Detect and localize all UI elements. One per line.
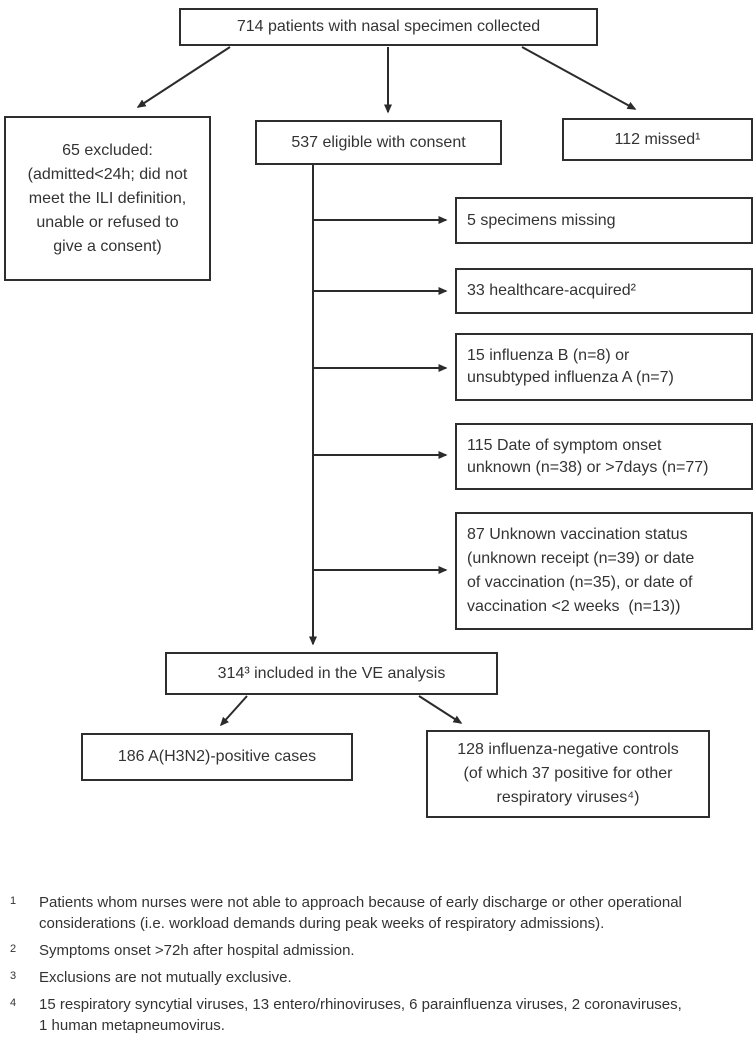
node-ve-analysis: 314³ included in the VE analysis [165,652,498,695]
node-line: 65 excluded: [62,141,153,159]
node-line: 115 Date of symptom onset [467,436,662,454]
node-label: 112 missed¹ [614,130,701,148]
node-label: 33 healthcare-acquired² [467,282,636,299]
node-line: meet the ILI definition, [28,189,187,207]
footnotes: 1 Patients whom nurses were not able to … [8,892,752,1042]
footnote-text: Symptoms onset >72h after hospital admis… [39,940,355,961]
footnote-4: 4 15 respiratory syncytial viruses, 13 e… [8,994,752,1036]
node-patients-collected: 714 patients with nasal specimen collect… [179,8,598,46]
flow-arrows [136,46,637,727]
node-symptom-onset: 115 Date of symptom onset unknown (n=38)… [455,423,753,490]
node-label: 5 specimens missing [467,211,616,229]
footnote-marker: 2 [10,943,17,955]
footnote-line: Symptoms onset >72h after hospital admis… [39,942,355,959]
footnote-line: Patients whom nurses were not able to ap… [39,894,682,911]
footnote-1: 1 Patients whom nurses were not able to … [8,892,752,934]
node-specimens-missing: 5 specimens missing [455,197,753,244]
footnote-marker: 3 [10,970,17,982]
node-excluded: 65 excluded: (admitted<24h; did not meet… [4,116,211,281]
node-line: of vaccination (n=35), or date of [467,574,693,591]
node-line: (unknown receipt (n=39) or date [467,550,695,567]
node-eligible-consent: 537 eligible with consent [255,120,502,165]
node-label: 537 eligible with consent [291,133,466,151]
footnote-line: Exclusions are not mutually exclusive. [39,969,292,986]
arrow-ve-to-controls [418,695,463,724]
footnote-marker: 1 [10,895,17,907]
node-missed: 112 missed¹ [562,118,753,161]
node-line: (admitted<24h; did not [27,165,188,183]
footnote-2: 2 Symptoms onset >72h after hospital adm… [8,940,752,961]
node-line: vaccination <2 weeks (n=13)) [467,598,681,615]
node-line: unable or refused to [36,213,179,231]
node-line: unsubtyped influenza A (n=7) [467,369,674,386]
arrow-ve-to-cases [219,695,248,727]
node-positive-cases: 186 A(H3N2)-positive cases [81,733,353,781]
footnote-line: considerations (i.e. workload demands du… [39,915,605,932]
node-line: respiratory viruses⁴) [496,789,640,806]
node-label: 714 patients with nasal specimen collect… [236,18,541,35]
footnote-line: 1 human metapneumovirus. [39,1017,225,1034]
node-label: 314³ included in the VE analysis [217,664,446,682]
arrow-collected-to-excluded [136,46,231,108]
node-line: 128 influenza-negative controls [457,741,679,758]
node-line: 15 influenza B (n=8) or [467,347,630,364]
arrow-collected-to-missed [521,46,637,110]
node-influenza-b-unsubtyped: 15 influenza B (n=8) or unsubtyped influ… [455,333,753,401]
node-healthcare-acquired: 33 healthcare-acquired² [455,268,753,314]
footnote-text: Patients whom nurses were not able to ap… [39,892,682,934]
footnote-marker: 4 [10,997,17,1009]
node-line: unknown (n=38) or >7days (n=77) [467,458,709,476]
node-line: 87 Unknown vaccination status [467,526,688,543]
footnote-line: 15 respiratory syncytial viruses, 13 ent… [39,996,682,1013]
node-line: give a consent) [53,237,162,255]
footnote-text: 15 respiratory syncytial viruses, 13 ent… [39,994,682,1036]
node-negative-controls: 128 influenza-negative controls (of whic… [426,730,710,818]
node-line: (of which 37 positive for other [463,765,673,782]
footnote-text: Exclusions are not mutually exclusive. [39,967,292,988]
node-label: 186 A(H3N2)-positive cases [117,748,317,765]
footnote-3: 3 Exclusions are not mutually exclusive. [8,967,752,988]
node-unknown-vaccination: 87 Unknown vaccination status (unknown r… [455,512,753,630]
